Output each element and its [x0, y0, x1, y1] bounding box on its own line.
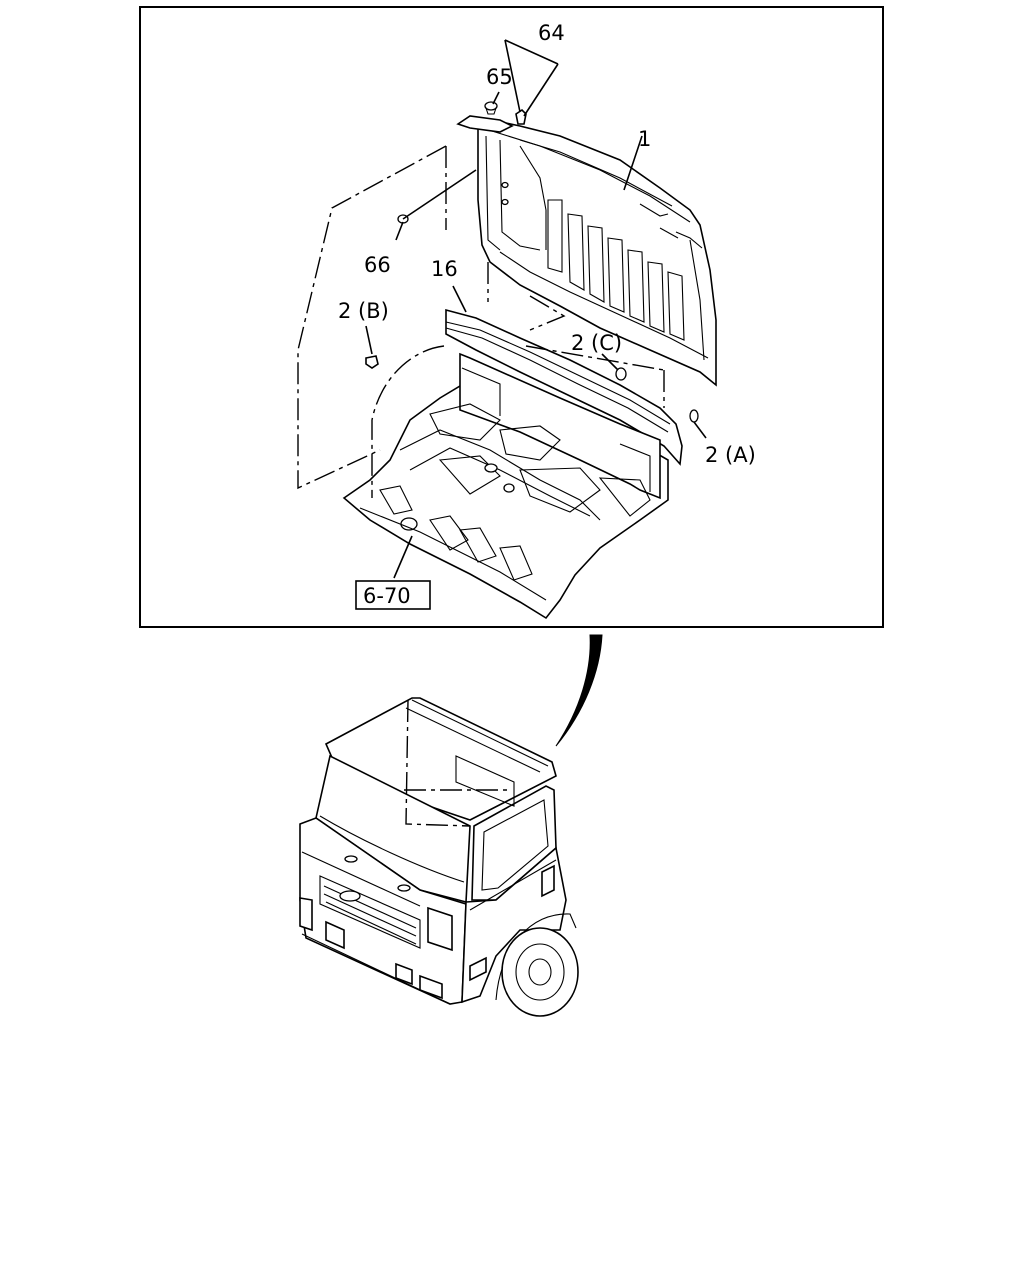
rear-panel-part-1: [456, 115, 717, 387]
callouts: 64 65 1 66 16 2 (B) 2 (C) 2 (A) 6-70: [338, 21, 756, 610]
callout-2a: 2 (A): [705, 443, 756, 467]
callout-16: 16: [431, 257, 458, 281]
callout-64: 64: [538, 21, 565, 45]
grommet-2b: [365, 355, 379, 369]
callout-65: 65: [486, 65, 513, 89]
fastener-64: [515, 108, 527, 125]
phantom-outlines: [297, 145, 665, 498]
callout-2b: 2 (B): [338, 299, 389, 323]
grommet-2c: [615, 367, 627, 381]
callout-6-70: 6-70: [363, 584, 411, 608]
grommet-2a: [689, 409, 699, 423]
callout-2c: 2 (C): [571, 331, 622, 355]
floor-assembly: [342, 352, 669, 620]
truck-cab-illustration: [299, 697, 579, 1017]
reference-box: [355, 580, 431, 610]
front-wheel: [501, 927, 579, 1017]
callout-66: 66: [364, 253, 391, 277]
fastener-65: [484, 101, 498, 115]
location-pointer: [555, 634, 603, 747]
callout-1: 1: [638, 127, 651, 151]
leader-lines: [365, 39, 707, 579]
